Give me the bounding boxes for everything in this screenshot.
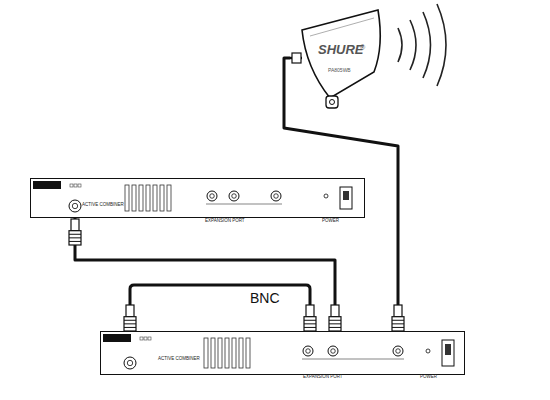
bnc-plug	[329, 305, 341, 331]
rack-panel	[30, 178, 365, 218]
panel-label: EXPANSION PORT	[205, 219, 245, 224]
panel-label: POWER	[420, 375, 437, 380]
coax-cable	[75, 218, 335, 331]
loop-cable	[130, 285, 310, 330]
panel-label: EXPANSION PORT	[303, 375, 343, 380]
rack-panel	[100, 331, 465, 375]
radio-waves	[398, 4, 446, 86]
bnc-plug	[69, 219, 81, 245]
combiner-unit: SHUREACTIVE COMBINEREXPANSION PORTPOWER	[100, 331, 465, 375]
antenna: SHURE® PA805WB	[290, 6, 385, 118]
antenna-shape	[290, 6, 385, 118]
cable-label: BNC	[250, 290, 280, 306]
panel-label: PA805WB	[328, 68, 351, 73]
brand-logo: SHURE	[318, 43, 364, 56]
panel-label: ACTIVE COMBINER	[82, 203, 124, 208]
combiner-unit: SHUREACTIVE COMBINEREXPANSION PORTPOWER	[30, 178, 365, 218]
brand-logo: SHURE	[34, 192, 55, 198]
bnc-plugs	[69, 219, 404, 331]
bnc-plug	[304, 305, 316, 331]
brand-logo: SHURE	[104, 345, 125, 351]
bnc-plug	[392, 305, 404, 331]
panel-label: ®	[360, 44, 365, 51]
panel-label: POWER	[322, 219, 339, 224]
bnc-plug	[124, 305, 136, 331]
panel-label: ACTIVE COMBINER	[158, 357, 200, 362]
